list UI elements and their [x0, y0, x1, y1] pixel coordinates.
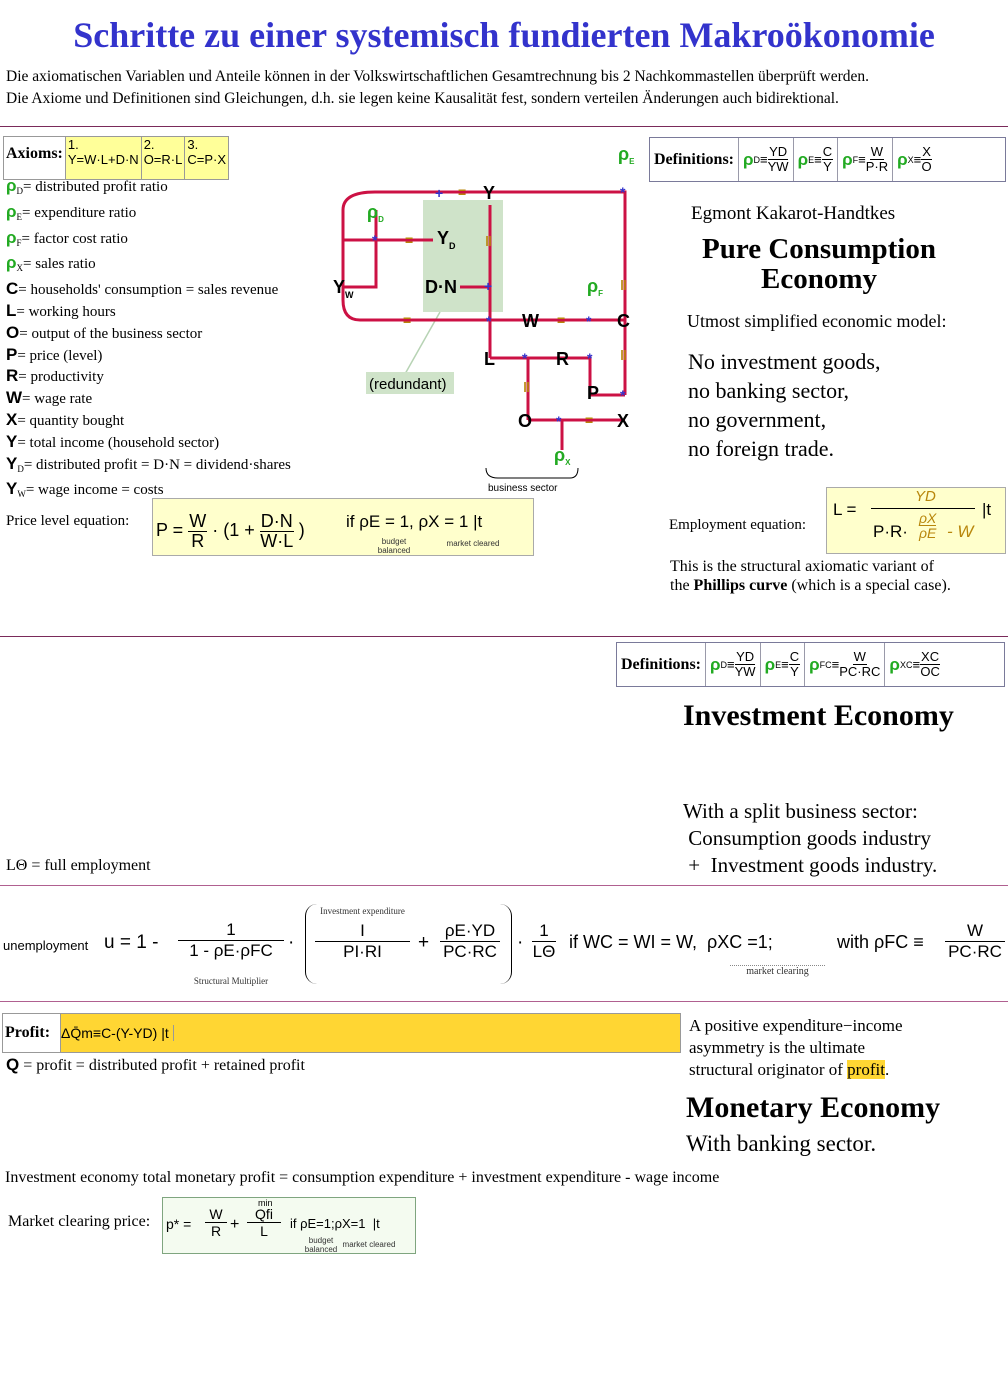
rho-F-label: ρF [587, 276, 603, 298]
employment-label: Employment equation: [669, 517, 807, 533]
legend-row: W= wage rate [6, 388, 93, 408]
redundant-label: (redundant) [369, 376, 447, 393]
market-price-label: Market clearing price: [8, 1213, 151, 1230]
node-YD: YD [437, 228, 456, 251]
investment-list: With a split business sector: Consumptio… [683, 799, 938, 877]
full-employment: LΘ = full employment [6, 857, 151, 874]
node-Y: Y [483, 183, 495, 203]
node-DN: D·N [425, 277, 457, 297]
legend-row: ρE= expenditure ratio [6, 201, 137, 222]
rho-X-label: ρX [554, 445, 571, 467]
intro-line-2: Die Axiome und Definitionen sind Gleichu… [6, 90, 839, 107]
rho-E-label: ρE [618, 144, 635, 166]
axiom-2: 2.O=R·L [140, 136, 186, 180]
total-profit-text: Investment economy total monetary profit… [5, 1169, 720, 1186]
author: Egmont Kakarot-Handtkes [691, 203, 896, 224]
svg-text:‖: ‖ [523, 379, 530, 395]
definitions-label: Definitions: [621, 655, 701, 673]
svg-text:=: = [585, 412, 593, 428]
legend-row: YW= wage income = costs [6, 479, 164, 500]
monetary-heading: Monetary Economy [686, 1091, 941, 1124]
svg-text:*: * [620, 387, 626, 403]
legend-row: L= working hours [6, 300, 116, 320]
axiom-3: 3.C=P·X [184, 136, 229, 180]
axioms-table: Axioms: 1.Y=W·L+D·N 2.O=R·L 3.C=P·X [3, 136, 229, 180]
svg-text:*: * [522, 350, 528, 366]
svg-text:*: * [486, 313, 492, 329]
legend-row: X= quantity bought [6, 409, 125, 429]
legend-row: YD= distributed profit = D·N = dividend·… [6, 453, 291, 474]
investment-heading: Investment Economy [683, 699, 954, 732]
svg-text:*: * [587, 350, 593, 366]
node-W: W [522, 311, 539, 331]
monetary-sub: With banking sector. [686, 1131, 877, 1156]
profit-definition: Q = profit = distributed profit + retain… [6, 1055, 305, 1074]
pure-subtitle: Utmost simplified economic model: [687, 311, 947, 331]
legend-row: ρX= sales ratio [6, 253, 96, 274]
node-O: O [518, 411, 532, 431]
definitions-label: Definitions: [654, 150, 734, 168]
svg-text:=: = [403, 312, 411, 328]
circuit-diagram: Y YD YW D·N W C L R P O X ρE ρD ρF ρX + +… [333, 144, 635, 494]
svg-text:=: = [557, 312, 565, 328]
svg-text:‖: ‖ [620, 347, 627, 363]
intro-line-1: Die axiomatischen Variablen und Anteile … [6, 68, 870, 85]
svg-text:+: + [435, 185, 443, 201]
legend-row: O= output of the business sector [6, 322, 203, 342]
axiom-1: 1.Y=W·L+D·N [64, 136, 142, 180]
business-sector-label: business sector [488, 483, 558, 494]
node-R: R [556, 349, 569, 369]
divider [0, 126, 1008, 127]
circuit-wires [341, 190, 627, 450]
svg-text:+: + [484, 278, 492, 294]
svg-text:=: = [405, 232, 413, 248]
divider [0, 636, 1008, 637]
page-title: Schritte zu einer systemisch fundierten … [73, 15, 935, 55]
svg-text:=: = [458, 184, 466, 200]
price-level-label: Price level equation: [6, 513, 130, 529]
asymmetry-note: A positive expenditure−income asymmetry … [689, 1016, 903, 1079]
legend-row: R= productivity [6, 366, 104, 386]
node-X: X [617, 411, 629, 431]
svg-text:*: * [620, 184, 626, 200]
pure-list: No investment goods,no banking sector,no… [688, 349, 881, 461]
svg-text:‖: ‖ [485, 233, 492, 249]
svg-text:*: * [586, 313, 592, 329]
node-L: L [484, 349, 495, 369]
legend-row: ρF= factor cost ratio [6, 227, 128, 248]
axioms-label: Axioms: [3, 136, 66, 180]
svg-text:*: * [556, 413, 562, 429]
legend-row: Y= total income (household sector) [6, 431, 220, 451]
legend-row: P= price (level) [6, 344, 103, 364]
profit-bar: Profit: ΔQ̄m≡C-(Y-YD) |t [2, 1013, 681, 1053]
legend-row: C= households' consumption = sales reven… [6, 279, 279, 299]
node-C: C [617, 311, 630, 331]
phillips-note: This is the structural axiomatic variant… [670, 558, 951, 594]
node-P: P [587, 383, 599, 403]
svg-text:‖: ‖ [620, 277, 627, 293]
rho-D-label: ρD [367, 202, 384, 224]
legend-row: ρD= distributed profit ratio [6, 176, 168, 196]
node-YW: YW [333, 277, 354, 300]
symbol-legend: ρD= distributed profit ratio ρE= expendit… [6, 176, 291, 505]
svg-text:*: * [372, 232, 378, 248]
